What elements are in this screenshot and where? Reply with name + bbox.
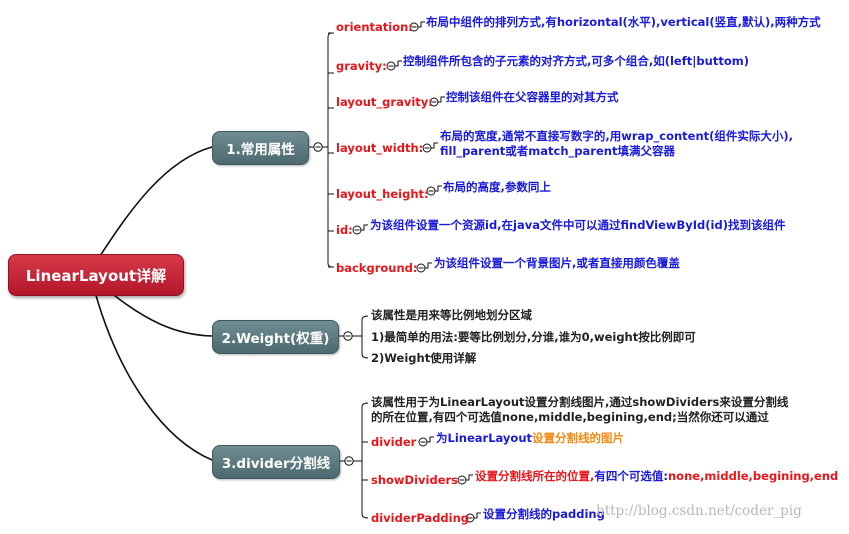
- weight-line-2: 1)最简单的用法:要等比例划分,分谁,谁为0,weight按比例即可: [371, 330, 696, 344]
- attr-desc-divider-padding: 设置分割线的padding: [483, 507, 605, 521]
- attr-key-divider: divider: [371, 435, 417, 449]
- weight-line-1: 该属性是用来等比例地划分区域: [371, 308, 532, 322]
- desc-part: 设置分割线的图片: [532, 431, 625, 445]
- attr-key-gravity: gravity:: [336, 59, 387, 73]
- divider-intro-line1: 该属性用于为LinearLayout设置分割线图片,通过showDividers…: [371, 395, 789, 409]
- branch-node-common-attributes[interactable]: 1.常用属性: [212, 131, 309, 165]
- desc-part: 设置分割线的padding: [483, 507, 605, 521]
- branch-node-divider[interactable]: 3.divider分割线: [212, 445, 340, 479]
- attr-key-layout-gravity: layout_gravity:: [336, 95, 433, 109]
- weight-line-3: 2)Weight使用详解: [371, 351, 477, 365]
- attr-key-orientation: orientation:: [336, 20, 413, 34]
- attr-key-id: id:: [336, 223, 353, 237]
- connector-root-branch3: [94, 291, 213, 461]
- branch-label: 1.常用属性: [226, 142, 295, 158]
- attr-desc-layout-width-line2: fill_parent或者match_parent填满父容器: [440, 144, 675, 158]
- branch-node-weight[interactable]: 2.Weight(权重): [212, 320, 339, 354]
- branch-label: 2.Weight(权重): [221, 331, 330, 347]
- desc-part: 设置分割线所在的位置,: [475, 469, 595, 483]
- attr-key-background: background:: [336, 261, 418, 275]
- attr-desc-show-dividers: 设置分割线所在的位置,有四个可选值:none,middle,begining,e…: [475, 469, 838, 483]
- branch-label: 3.divider分割线: [221, 456, 331, 472]
- attr-desc-layout-width-line1: 布局的宽度,通常不直接写数字的,用wrap_content(组件实际大小),: [440, 129, 794, 143]
- attr-desc-gravity: 控制组件所包含的子元素的对齐方式,可多个组合,如(left|buttom): [403, 54, 749, 68]
- attr-key-divider-padding: dividerPadding: [371, 511, 470, 525]
- item-toggles-branch3: [418, 436, 481, 523]
- item-toggles-branch1: [352, 21, 445, 273]
- connector-root-branch1: [99, 146, 213, 257]
- attr-key-show-dividers: showDividers: [371, 473, 459, 487]
- watermark-url: http://blog.csdn.net/coder_pig: [596, 503, 802, 519]
- attr-desc-orientation: 布局中组件的排列方式,有horizontal(水平),vertical(竖直,默…: [426, 15, 821, 29]
- desc-part: 有四个可选值:: [594, 469, 668, 483]
- attr-key-layout-width: layout_width:: [336, 141, 424, 155]
- connector-root-branch2: [109, 291, 213, 337]
- attr-desc-id: 为该组件设置一个资源id,在java文件中可以通过findViewById(id…: [370, 218, 786, 232]
- root-node[interactable]: LinearLayout详解: [8, 254, 184, 296]
- root-label: LinearLayout详解: [25, 266, 167, 285]
- attr-desc-background: 为该组件设置一个背景图片,或者直接用颜色覆盖: [434, 256, 680, 270]
- desc-part: 为LinearLayout: [436, 431, 533, 445]
- attr-key-layout-height: layout_height:: [336, 187, 429, 201]
- attr-desc-divider: 为LinearLayout设置分割线的图片: [436, 431, 624, 445]
- attr-desc-layout-height: 布局的高度,参数同上: [443, 180, 551, 194]
- desc-part: none,middle,begining,end: [667, 469, 839, 483]
- divider-intro-line2: 的所在位置,有四个可选值none,middle,begining,end;当然你…: [371, 410, 769, 424]
- attr-desc-layout-gravity: 控制该组件在父容器里的对其方式: [446, 90, 619, 104]
